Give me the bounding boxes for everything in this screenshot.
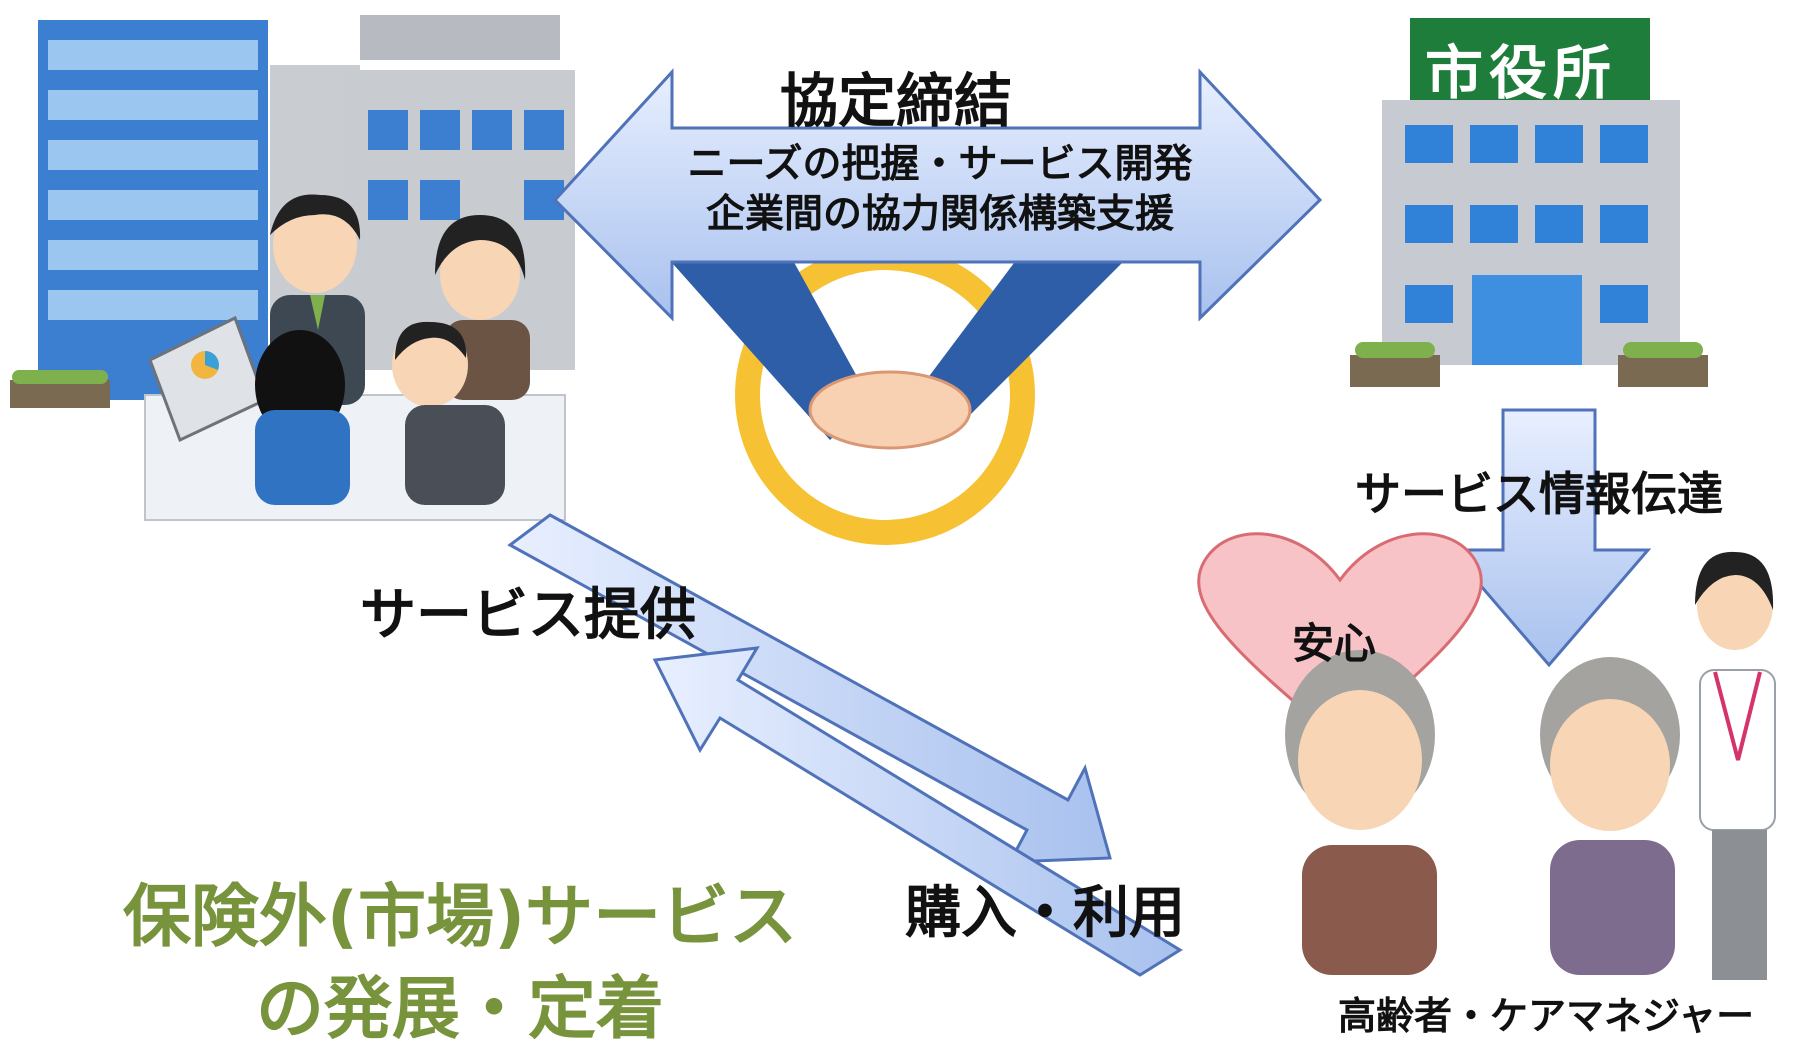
- anshin-label: 安心: [1292, 619, 1377, 668]
- city-hall-sign-text: 市役所: [1425, 39, 1618, 107]
- elderly-and-care-manager-illustration: [1285, 551, 1776, 980]
- purchase-use-label: 購入・利用: [905, 881, 1185, 946]
- agreement-double-arrow: [552, 68, 1323, 322]
- arrow-description: ニーズの把握・サービス開発 企業間の協力関係構築支援: [640, 140, 1240, 240]
- market-caption-line-2: の発展・定着: [255, 970, 664, 1049]
- heart-icon: [1197, 532, 1483, 742]
- city-hall-sign: [1410, 18, 1650, 100]
- elderly-caremanager-label: 高齢者・ケアマネジャー: [1338, 994, 1755, 1038]
- market-service-caption: 保険外(市場)サービス の発展・定着: [90, 872, 830, 1056]
- city-hall-illustration: [1350, 18, 1708, 387]
- office-buildings-illustration: [10, 15, 575, 521]
- arrow-text-line-1: ニーズの把握・サービス開発: [687, 142, 1193, 187]
- handshake-illustration: [665, 245, 1130, 545]
- market-caption-line-1: 保険外(市場)サービス: [122, 878, 798, 957]
- info-transfer-label: サービス情報伝達: [1355, 467, 1723, 521]
- service-provision-arrow: [507, 513, 1112, 864]
- business-people: [255, 194, 530, 505]
- arrow-text-line-2: 企業間の協力関係構築支援: [705, 192, 1174, 237]
- purchase-use-arrow: [652, 646, 1183, 977]
- service-provision-label: サービス提供: [360, 583, 696, 648]
- laptop-icon: [148, 315, 267, 443]
- agreement-title: 協定締結: [780, 67, 1013, 135]
- info-transfer-arrow: [1446, 408, 1652, 668]
